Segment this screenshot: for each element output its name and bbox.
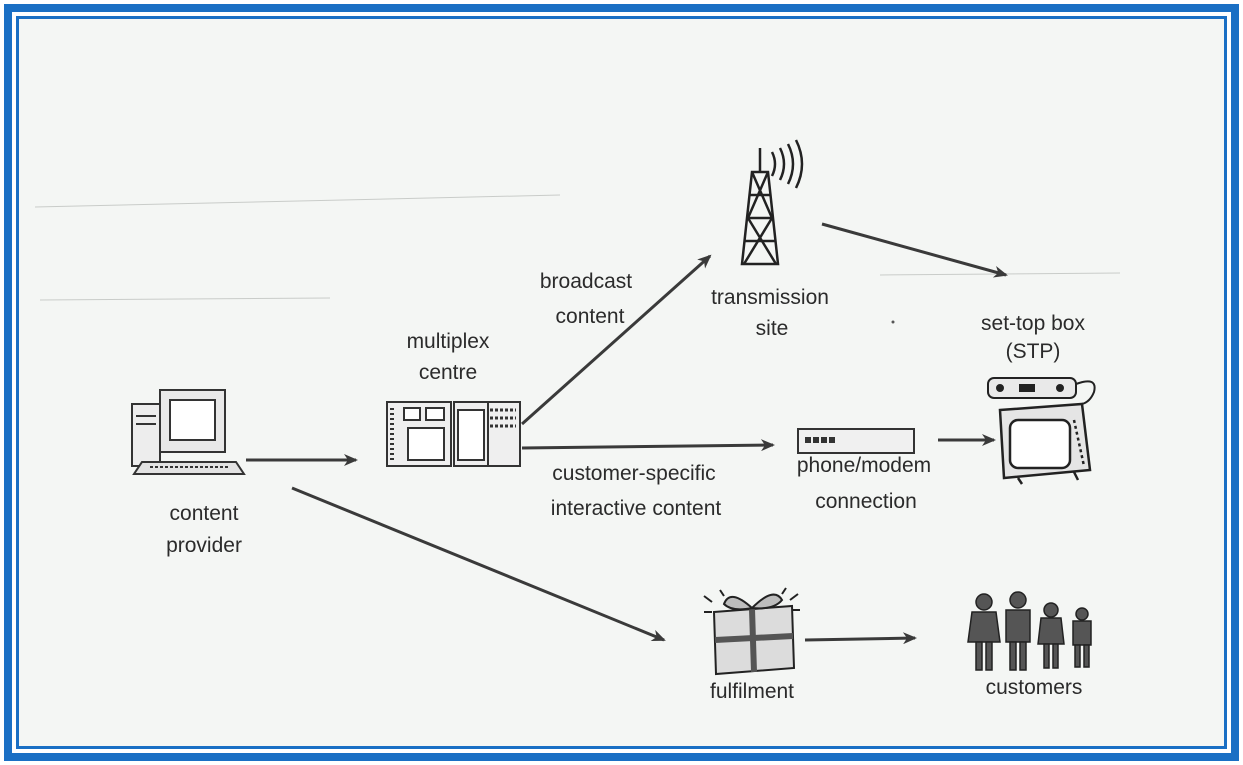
scan-speck xyxy=(891,320,895,324)
arrow-provider-to-fulfilment xyxy=(291,486,666,642)
arrow-multiplex-to-modem xyxy=(521,439,775,452)
people-icon xyxy=(967,591,1092,671)
set-top-box-icon xyxy=(987,377,1096,405)
arrow-transmission-to-settop xyxy=(821,222,1008,278)
outer-border xyxy=(4,4,1239,761)
person-icon xyxy=(1072,607,1092,668)
server-rack-icon xyxy=(386,401,521,467)
gift-box-icon xyxy=(703,587,800,676)
modem-icon xyxy=(797,428,915,454)
arrows xyxy=(246,222,1008,645)
arrow-fulfilment-to-customers xyxy=(804,632,917,645)
arrow-multiplex-to-transmission xyxy=(521,254,712,426)
person-icon xyxy=(967,593,1001,671)
tv-icon xyxy=(998,402,1092,485)
computer-icon xyxy=(131,389,246,475)
label-set-top-box: set-top box(STP) xyxy=(981,312,1085,363)
label-customers: customers xyxy=(986,676,1083,699)
person-icon xyxy=(1005,591,1031,671)
person-icon xyxy=(1037,602,1065,669)
antenna-tower-icon xyxy=(740,139,804,266)
label-fulfilment: fulfilment xyxy=(710,680,794,703)
